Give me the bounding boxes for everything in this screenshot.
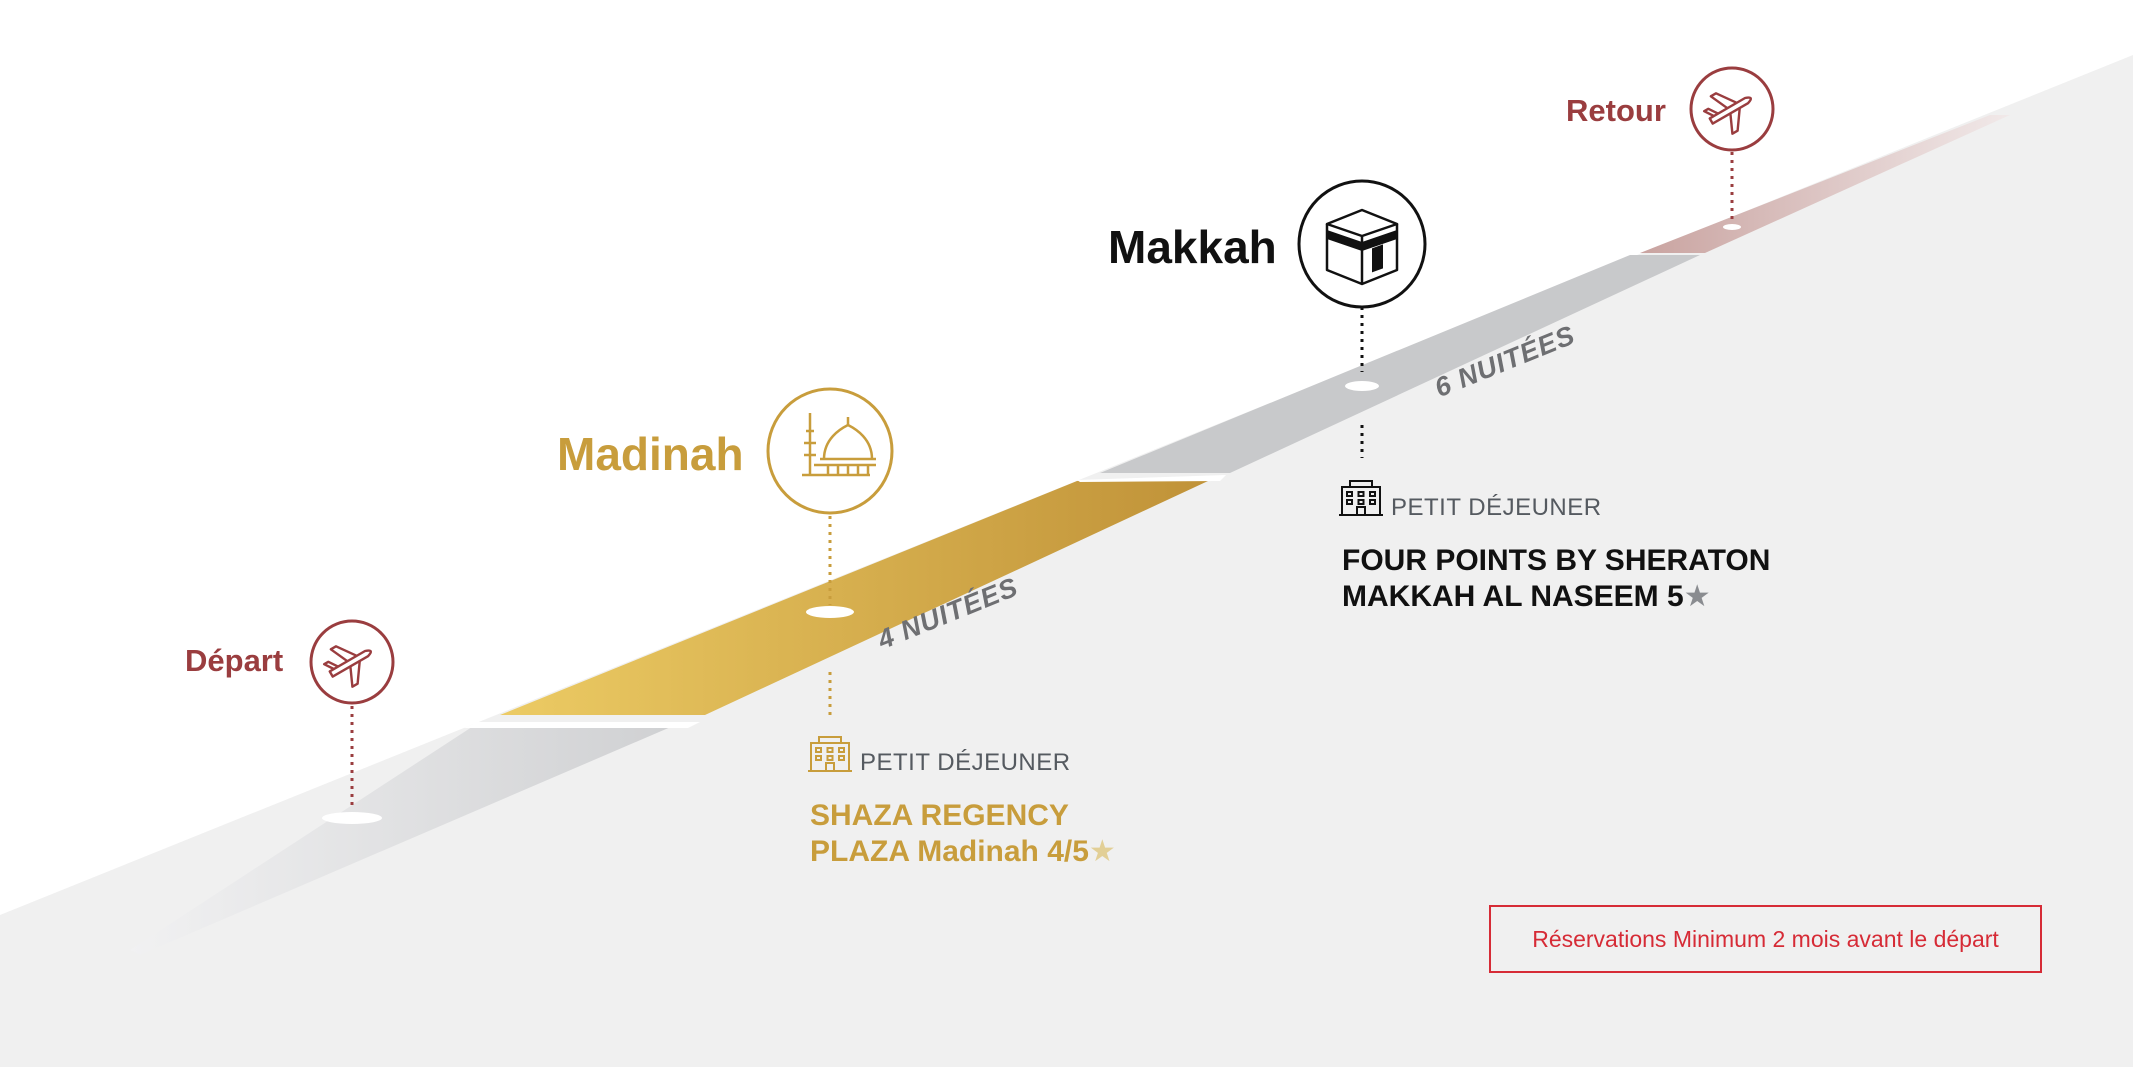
airplane-icon — [1689, 66, 1775, 152]
ground-area — [0, 55, 2133, 1067]
stop-label-makkah: Makkah — [1108, 221, 1277, 273]
marker-retour — [1723, 224, 1741, 230]
airplane-icon — [309, 619, 395, 705]
hotel-building-icon — [808, 736, 852, 772]
marker-madinah — [806, 606, 854, 618]
hotel-name-line: FOUR POINTS BY SHERATON — [1342, 544, 1771, 577]
hotel-name-text: MAKKAH AL NASEEM 5 — [1342, 580, 1684, 613]
booking-notice-text: Réservations Minimum 2 mois avant le dép… — [1532, 925, 1999, 952]
hotel-name-madinah: SHAZA REGENCY PLAZA Madinah 4/5★ — [810, 798, 1116, 870]
stop-label-retour: Retour — [1566, 93, 1666, 128]
hotel-building-icon — [1339, 480, 1383, 516]
meal-plan-makkah: PETIT DÉJEUNER — [1391, 494, 1602, 521]
booking-notice: Réservations Minimum 2 mois avant le dép… — [1489, 905, 2042, 973]
stop-label-depart: Départ — [185, 643, 284, 678]
hotel-name-line: PLAZA Madinah 4/5★ — [810, 834, 1116, 870]
track-segment-depart-edge — [464, 722, 700, 728]
hotel-name-line: MAKKAH AL NASEEM 5★ — [1342, 579, 1770, 615]
hotel-name-line: SHAZA REGENCY — [810, 799, 1069, 832]
marker-makkah — [1345, 381, 1379, 391]
kaaba-icon — [1297, 179, 1427, 309]
hotel-name-text: PLAZA Madinah 4/5 — [810, 835, 1089, 868]
star-icon: ★ — [1683, 580, 1711, 613]
mosque-dome-icon — [766, 387, 894, 515]
track-segment-depart — [130, 723, 680, 955]
marker-depart — [322, 812, 382, 824]
meal-plan-madinah: PETIT DÉJEUNER — [860, 749, 1071, 776]
track-segment-madinah — [500, 481, 1208, 715]
star-icon: ★ — [1088, 835, 1116, 868]
hotel-name-makkah: FOUR POINTS BY SHERATON MAKKAH AL NASEEM… — [1342, 543, 1770, 615]
track-segment-makkah — [1100, 255, 1700, 473]
track-segment-madinah-edge — [1077, 475, 1226, 482]
stop-label-madinah: Madinah — [557, 428, 744, 480]
